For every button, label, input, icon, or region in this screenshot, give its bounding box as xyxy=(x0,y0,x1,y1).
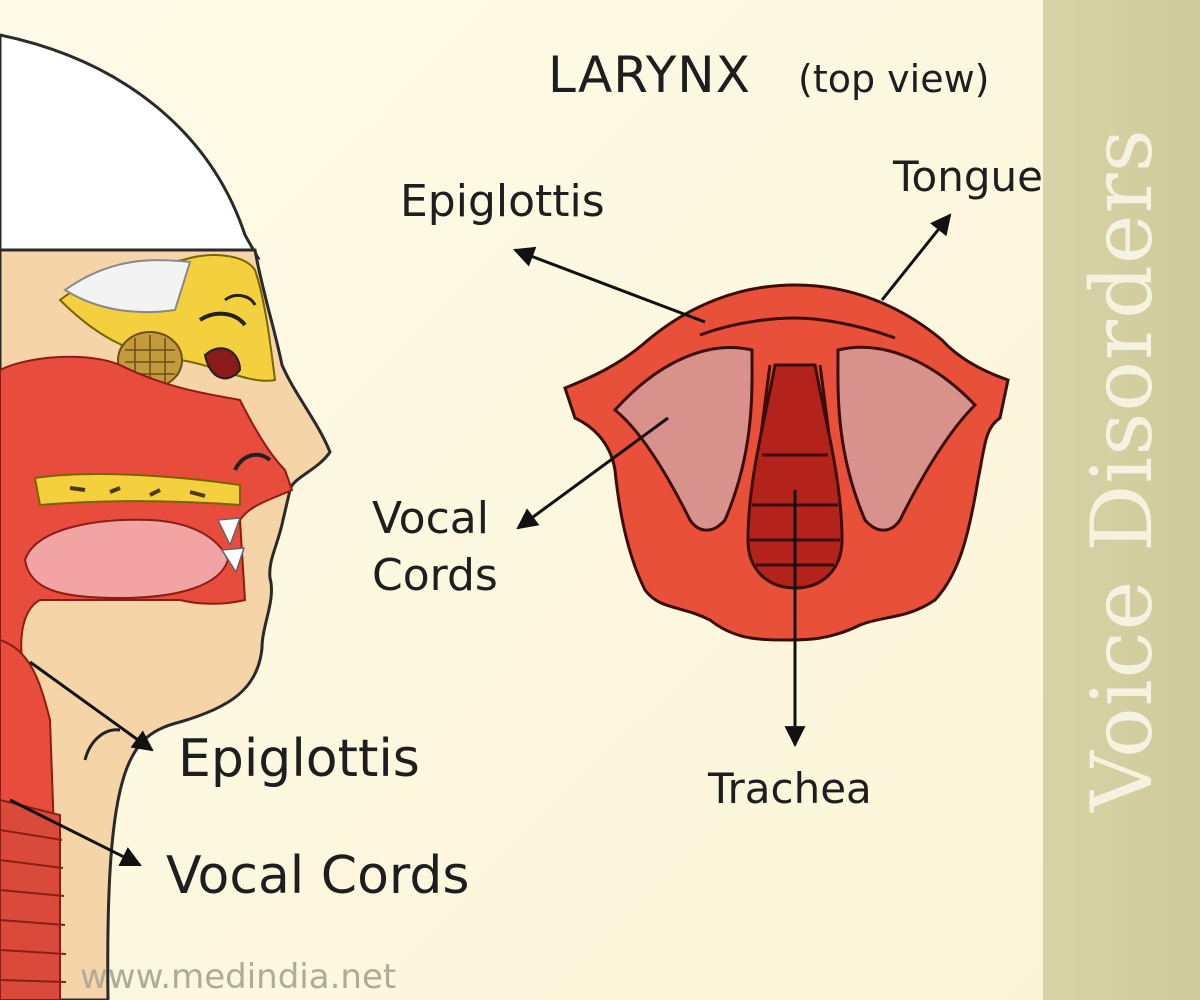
arrow-epiglottis-bottom xyxy=(29,660,154,752)
label-vocal-cords-top: Vocal Cords xyxy=(372,493,498,602)
label-tongue: Tongue xyxy=(893,152,1043,201)
arrow-epiglottis-top xyxy=(513,246,706,324)
label-trachea: Trachea xyxy=(708,764,872,813)
arrow-vocal-cords-bottom xyxy=(9,798,142,867)
side-band xyxy=(1043,0,1200,1000)
head-profile xyxy=(0,33,332,1000)
diagram-title: LARYNX xyxy=(548,46,751,104)
vocal-cord-left xyxy=(612,346,754,532)
label-epiglottis-bottom: Epiglottis xyxy=(178,729,420,789)
watermark: www.medindia.net xyxy=(80,957,397,997)
vocal-cord-right xyxy=(836,345,978,532)
label-vocal-cords-bottom: Vocal Cords xyxy=(166,846,470,906)
tongue-side xyxy=(23,518,230,600)
hard-palate xyxy=(33,473,241,507)
label-epiglottis-top: Epiglottis xyxy=(400,176,605,227)
eye xyxy=(203,347,242,380)
frontal-bone xyxy=(63,259,192,314)
larynx-top-view xyxy=(563,283,1010,642)
diagram-subtitle: (top view) xyxy=(798,57,990,101)
arrow-tongue xyxy=(880,213,952,301)
cranium xyxy=(0,33,261,260)
trachea-rings-side xyxy=(0,798,61,1000)
arrow-vocal-cords-top xyxy=(516,416,669,530)
side-title: Voice Disorders xyxy=(1073,128,1171,812)
epiglottis-ridge xyxy=(699,316,896,340)
